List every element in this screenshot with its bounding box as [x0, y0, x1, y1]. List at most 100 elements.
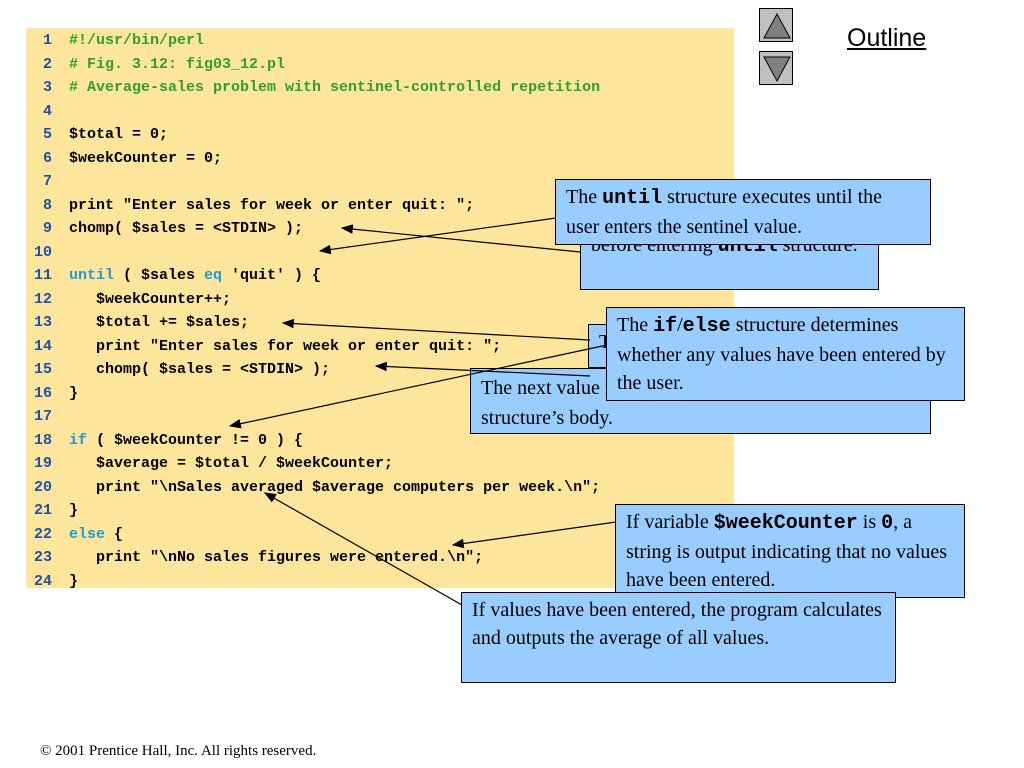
code-token: $total += $sales;: [69, 314, 250, 331]
line-number: 3: [42, 79, 52, 96]
line-number: 11: [33, 267, 52, 284]
code-token: ( $sales: [114, 267, 205, 284]
callout-if-else-structure: The if/else structure determines whether…: [606, 307, 965, 401]
code-text: else {: [69, 523, 123, 547]
code-term: $weekCounter: [713, 512, 858, 535]
line-number: 24: [33, 572, 52, 590]
line-number: 17: [33, 408, 52, 425]
code-line: 5 $total = 0;: [26, 123, 734, 147]
code-term: 0: [881, 512, 894, 535]
comment: # Fig. 3.12: fig03_12.pl: [69, 55, 286, 73]
code-line: 22 else {: [26, 523, 734, 547]
code-token: }: [69, 572, 79, 590]
code-token: $weekCounter++;: [69, 290, 232, 308]
callout-average-output: If values have been entered, the program…: [461, 592, 896, 683]
code-line: 21}: [26, 499, 734, 523]
code-line: 8 print "Enter sales for week or enter qu…: [26, 194, 734, 218]
code-token: }: [69, 384, 79, 402]
line-number: 1: [42, 32, 52, 49]
line-number: 22: [33, 525, 52, 543]
callout-text: The: [566, 186, 603, 208]
keyword: eq: [204, 267, 223, 284]
code-text: }: [69, 499, 78, 523]
code-text: if ( $weekCounter != 0 ) {: [69, 429, 303, 453]
code-text: $total = 0;: [69, 123, 168, 147]
line-number: 23: [33, 549, 52, 566]
code-line: 12 $weekCounter++;: [26, 288, 734, 312]
code-line: 1 #!/usr/bin/perl: [26, 29, 734, 53]
code-token: ( $weekCounter != 0 ) {: [87, 431, 304, 449]
comment: #!/usr/bin/perl: [69, 32, 205, 49]
copyright-notice: © 2001 Prentice Hall, Inc. All rights re…: [40, 743, 317, 759]
line-number: 14: [33, 337, 52, 355]
code-line: 18 if ( $weekCounter != 0 ) {: [26, 429, 734, 453]
callout-text: , a string is output indicating that no …: [626, 511, 948, 591]
callout-text: structure determines whether any values …: [617, 314, 946, 394]
code-term: if: [653, 315, 678, 338]
code-text: }: [69, 570, 78, 594]
code-line: 3 # Average-sales problem with sentinel-c…: [26, 76, 734, 100]
code-line: 2# Fig. 3.12: fig03_12.pl: [26, 53, 734, 77]
code-text: chomp( $sales = <STDIN> );: [69, 217, 303, 241]
code-line: 13 $total += $sales;: [26, 311, 734, 335]
line-number: 4: [42, 102, 52, 120]
code-text: $total += $sales;: [69, 311, 249, 335]
code-token: }: [69, 502, 79, 519]
callout-text: The: [617, 314, 654, 336]
line-number: 8: [42, 196, 52, 214]
line-number: 12: [33, 290, 52, 308]
line-number: 7: [42, 173, 52, 190]
callout-text: is: [857, 511, 882, 533]
keyword: if: [69, 431, 88, 449]
code-text: chomp( $sales = <STDIN> );: [69, 358, 330, 382]
code-line: 19 $average = $total / $weekCounter;: [26, 452, 734, 476]
outline-link[interactable]: Outline: [847, 24, 927, 52]
callout-text: If variable: [626, 511, 714, 533]
callout-text: structure executes until the user enters…: [566, 186, 883, 238]
code-text: print "Enter sales for week or enter qui…: [69, 335, 501, 359]
keyword: until: [69, 267, 115, 284]
line-number: 13: [33, 314, 52, 331]
line-number: 10: [33, 243, 52, 261]
line-number: 20: [33, 478, 52, 496]
code-line: 24}: [26, 570, 734, 594]
code-token: $weekCounter = 0;: [69, 149, 223, 167]
code-token: print "Enter sales for week or enter qui…: [69, 337, 502, 355]
line-number: 16: [33, 384, 52, 402]
code-term: else: [682, 315, 731, 338]
code-token: chomp( $sales = <STDIN> );: [69, 220, 304, 237]
code-line: 11 until ( $sales eq 'quit' ) {: [26, 264, 734, 288]
code-text: # Average-sales problem with sentinel-co…: [69, 76, 600, 100]
callout-text: If values have been entered, the program…: [472, 599, 882, 649]
code-token: 'quit' ) {: [222, 267, 322, 284]
line-number: 5: [42, 126, 52, 143]
code-token: {: [105, 525, 124, 543]
code-token: $average = $total / $weekCounter;: [69, 455, 394, 472]
code-token: print "Enter sales for week or enter qui…: [69, 196, 475, 214]
code-text: print "\nNo sales figures were entered.\…: [69, 546, 483, 570]
callout-until-structure: The until structure executes until the u…: [555, 179, 931, 245]
code-line: 4: [26, 100, 734, 124]
previous-slide-button[interactable]: [759, 8, 793, 42]
line-number: 9: [42, 220, 52, 237]
line-number: 19: [33, 455, 52, 472]
code-token: print "\nSales averaged $average compute…: [69, 478, 601, 496]
code-line: 7: [26, 170, 734, 194]
comment: # Average-sales problem with sentinel-co…: [69, 79, 601, 96]
code-line: 9 chomp( $sales = <STDIN> );: [26, 217, 734, 241]
code-text: # Fig. 3.12: fig03_12.pl: [69, 53, 285, 77]
code-line: 6$weekCounter = 0;: [26, 147, 734, 171]
code-token: print "\nNo sales figures were entered.\…: [69, 549, 484, 566]
code-token: chomp( $sales = <STDIN> );: [69, 361, 331, 378]
keyword: else: [69, 525, 106, 543]
triangle-down-icon: [763, 56, 791, 83]
next-slide-button[interactable]: [759, 51, 793, 85]
line-number: 21: [33, 502, 52, 519]
line-number: 18: [33, 431, 52, 449]
callout-zero-counter: If variable $weekCounter is 0, a string …: [615, 504, 965, 598]
code-line: 10: [26, 241, 734, 265]
callout-text: structure’s body.: [481, 407, 614, 429]
code-text: print "\nSales averaged $average compute…: [69, 476, 600, 500]
code-line: 20 print "\nSales averaged $average comp…: [26, 476, 734, 500]
code-text: print "Enter sales for week or enter qui…: [69, 194, 474, 218]
